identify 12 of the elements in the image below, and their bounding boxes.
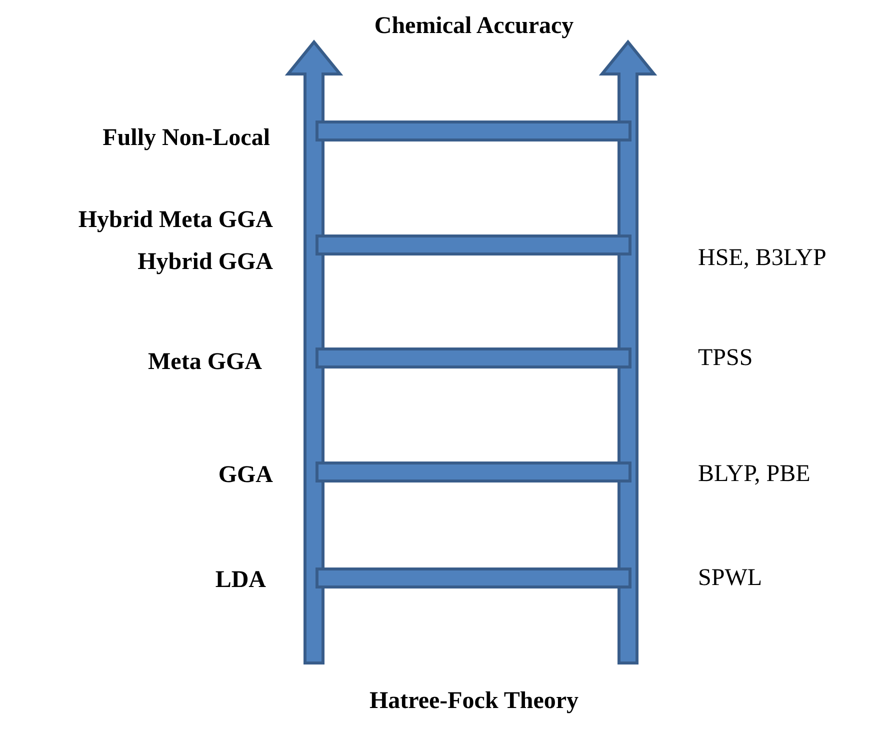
- level-label: Meta GGA: [148, 348, 262, 376]
- level-label: Hybrid GGA: [138, 248, 273, 276]
- example-label: BLYP, PBE: [698, 460, 810, 488]
- level-label: Fully Non-Local: [102, 124, 270, 152]
- level-label: Chemical Accuracy: [374, 12, 574, 40]
- example-label: HSE, B3LYP: [698, 244, 826, 272]
- level-label: Hatree-Fock Theory: [369, 687, 579, 715]
- level-label: GGA: [218, 461, 273, 489]
- level-label: Hybrid Meta GGA: [78, 206, 273, 234]
- example-label: SPWL: [698, 564, 762, 592]
- level-label: LDA: [215, 566, 266, 594]
- example-label: TPSS: [698, 344, 753, 372]
